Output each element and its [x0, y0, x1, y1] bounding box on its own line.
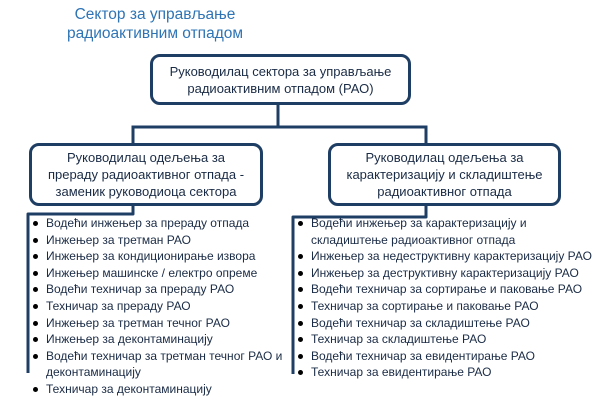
text-line: Руководилац сектора за управљање — [169, 63, 392, 79]
role-list-item: Техничар за евидентирање РАО — [295, 364, 592, 381]
text-line: Техничар за сортирање и паковање РАО — [311, 298, 539, 313]
text-line: радиоактивним отпадом — [66, 24, 244, 42]
role-list-item: Инжењер за третман РАО — [30, 232, 282, 249]
text-line: Водећи техничар за прераду РАО — [46, 282, 235, 297]
role-list-item: Водећи техничар за складиштење РАО — [295, 315, 592, 332]
text-line: Руководилац одељења за — [66, 150, 226, 165]
role-list-item: Инжењер за недеструктивну карактеризациј… — [295, 248, 592, 265]
role-list-item: Инжењер за деконтаминацију — [30, 331, 282, 348]
role-list-item: Водећи техничар за третман течног РАО и д… — [30, 348, 282, 381]
role-list-item: Техничар за прераду РАО — [30, 298, 282, 315]
role-list-item: Водећи инжењер за прераду отпада — [30, 215, 282, 232]
text-line: складиштење радиоактивног отпада — [311, 232, 516, 247]
text-line: Инжењер за деконтаминацију — [46, 332, 213, 347]
text-line: Техничар за евидентирање РАО — [311, 365, 492, 380]
role-list-item: Техничар за складиштење РАО — [295, 331, 592, 348]
text-line: Водећи инжењер за прераду отпада — [46, 216, 250, 230]
text-line: Руководилац одељења за — [365, 150, 524, 165]
text-line: Техничар за деконтаминацију — [46, 381, 212, 396]
branch-box-right: Руководилац одељења за карактеризацију и … — [328, 143, 561, 206]
text-line: Инжењер за кондиционирање извора — [46, 249, 256, 264]
role-list-item: Инжењер за кондиционирање извора — [30, 248, 282, 265]
text-line: радиоактивног отпада — [377, 184, 512, 199]
text-line: радиоактивним отпадом (РАО) — [187, 80, 374, 96]
text-line: Водећи техничар за сортирање и паковање … — [311, 282, 583, 297]
role-list-item: Водећи техничар за евидентирање РАО — [295, 348, 592, 365]
text-line: Техничар за складиштење РАО — [311, 332, 487, 347]
text-line: Инжењер за третман течног РАО — [46, 315, 230, 330]
role-list-item: Водећи инжењер за карактеризацију и склад… — [295, 215, 592, 248]
branch-box-left: Руководилац одељења за прераду радиоактив… — [29, 143, 263, 206]
text-line: Водећи техничар за складиштење РАО — [311, 315, 530, 330]
text-line: Сектор за управљање — [74, 6, 236, 23]
text-line: деконтаминацију — [46, 365, 141, 380]
text-line: Водећи инжењер за карактеризацију и — [311, 216, 527, 230]
role-list-item: Инжењер за третман течног РАО — [30, 315, 282, 332]
text-line: Водећи техничар за третман течног РАО и — [46, 348, 283, 363]
text-line: Инжењер машинске / електро опреме — [46, 265, 258, 280]
text-line: карактеризацију и складиштење — [346, 167, 543, 182]
role-list-right: Водећи инжењер за карактеризацију и склад… — [295, 215, 592, 381]
text-line: прераду радиоактивног отпада - — [47, 167, 245, 182]
text-line: Инжењер за недеструктивну карактеризациј… — [311, 249, 592, 264]
text-line: Инжењер за третман РАО — [46, 232, 191, 247]
role-list-item: Водећи техничар за сортирање и паковање … — [295, 281, 592, 298]
role-list-item: Техничар за деконтаминацију — [30, 381, 282, 398]
role-list-item: Водећи техничар за прераду РАО — [30, 281, 282, 298]
role-list-item: Техничар за сортирање и паковање РАО — [295, 298, 592, 315]
text-line: Водећи техничар за евидентирање РАО — [311, 348, 535, 363]
role-list-item: Инжењер за деструктивну карактеризацију … — [295, 265, 592, 282]
text-line: Техничар за прераду РАО — [46, 298, 191, 313]
text-line: заменик руководиоца сектора — [55, 184, 237, 199]
role-list-item: Инжењер машинске / електро опреме — [30, 265, 282, 282]
text-line: Инжењер за деструктивну карактеризацију … — [311, 265, 579, 280]
